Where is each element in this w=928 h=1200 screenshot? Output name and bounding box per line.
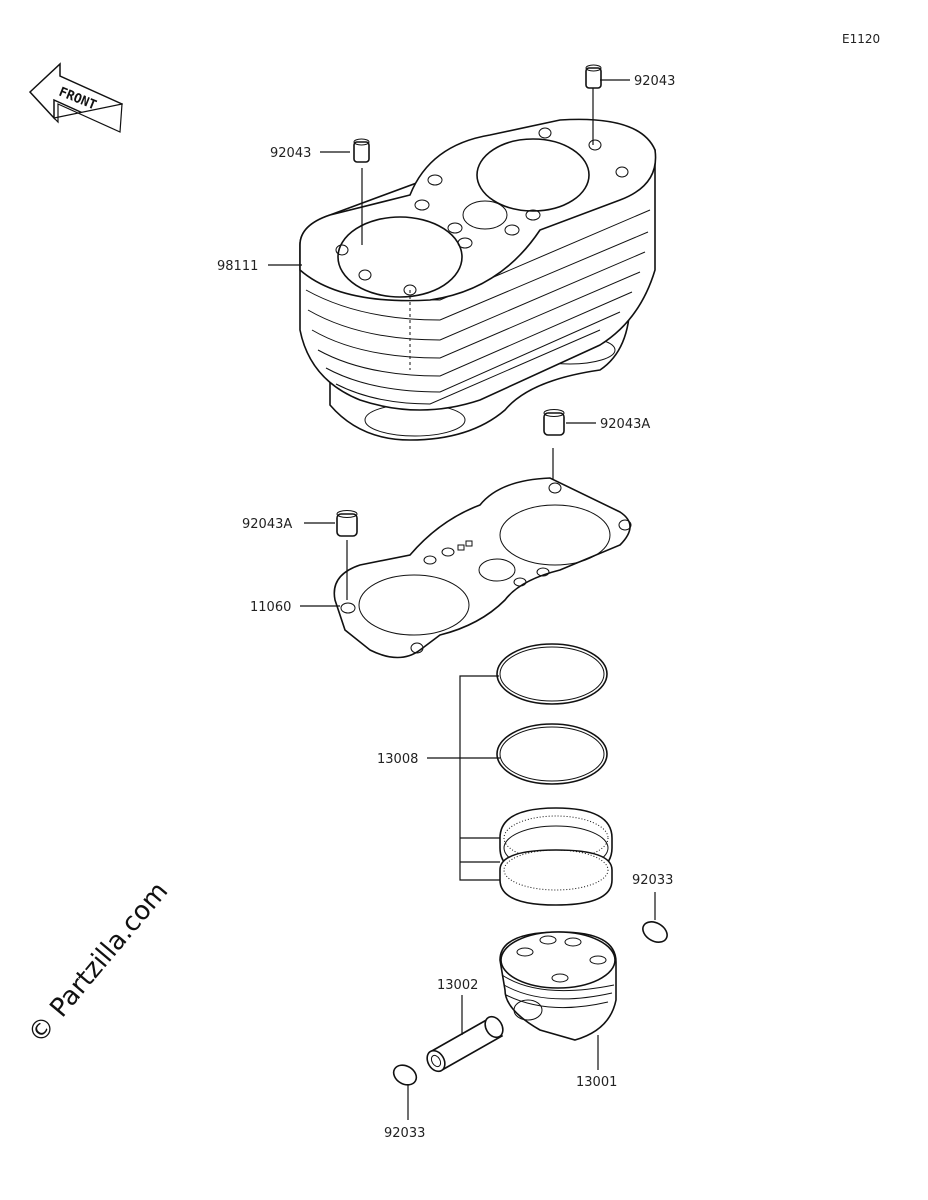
label-piston: 13001 — [576, 1075, 617, 1090]
watermark: © Partzilla.com — [22, 877, 174, 1050]
label-pin-left: 92043A — [242, 517, 292, 532]
circlip-bottom[interactable] — [390, 1061, 420, 1120]
label-pin-piston: 13002 — [437, 978, 478, 993]
label-pin-top-right: 92043 — [634, 74, 675, 89]
label-piston-rings: 13008 — [377, 752, 418, 767]
ring-leader-bracket — [427, 675, 500, 881]
cylinder-base-gasket[interactable] — [333, 477, 632, 659]
dowel-pin-left[interactable] — [336, 510, 358, 601]
front-arrow-icon: FRONT — [28, 62, 123, 133]
label-gasket: 11060 — [250, 600, 291, 615]
label-pin-right: 92043A — [600, 417, 650, 432]
circlip-right[interactable] — [639, 892, 671, 946]
dowel-pin-top-left[interactable] — [353, 138, 370, 245]
dowel-pin-top-right[interactable] — [585, 64, 602, 145]
label-clip-bottom: 92033 — [384, 1126, 425, 1141]
label-pin-top-left: 92043 — [270, 146, 311, 161]
label-clip-right: 92033 — [632, 873, 673, 888]
diagram-code: E1120 — [842, 32, 880, 46]
cylinder-block[interactable] — [299, 118, 657, 441]
dowel-pin-right[interactable] — [543, 409, 565, 481]
label-cylinder: 98111 — [217, 259, 258, 274]
piston-pin[interactable] — [424, 995, 507, 1075]
piston-ring-set[interactable] — [496, 643, 613, 906]
piston[interactable] — [499, 931, 617, 1070]
